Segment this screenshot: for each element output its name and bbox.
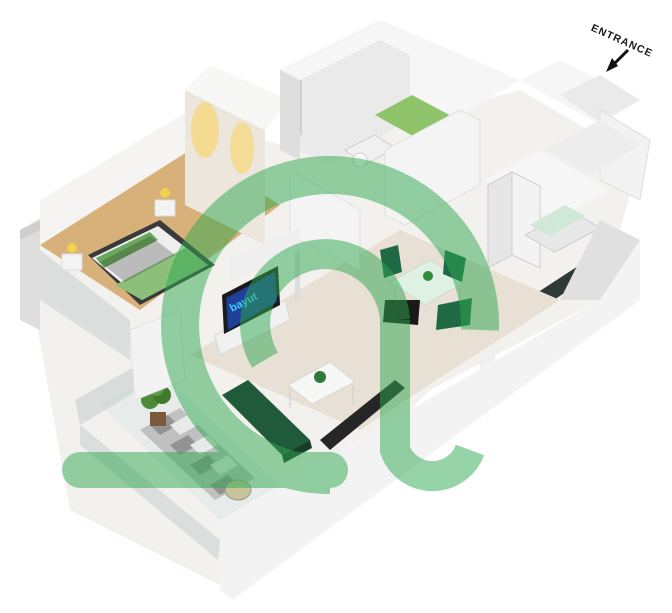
nightstand bbox=[154, 199, 176, 217]
bedroom bbox=[20, 65, 290, 360]
lamp-icon bbox=[67, 243, 77, 253]
entrance-hall bbox=[520, 60, 651, 201]
sofa bbox=[222, 380, 310, 455]
nightstand bbox=[61, 253, 83, 271]
watermark-logo-icon bbox=[62, 156, 500, 494]
bed bbox=[88, 220, 215, 305]
living-area bbox=[222, 361, 405, 463]
fridge bbox=[487, 171, 513, 269]
lamp-icon bbox=[191, 102, 219, 158]
wardrobe bbox=[185, 65, 290, 130]
front-wall bbox=[220, 240, 640, 600]
plant-icon bbox=[423, 271, 433, 281]
plant-icon bbox=[314, 371, 326, 383]
coffee-table bbox=[287, 361, 356, 405]
lamp-icon bbox=[160, 188, 170, 198]
entrance-arrow-icon bbox=[606, 48, 630, 72]
